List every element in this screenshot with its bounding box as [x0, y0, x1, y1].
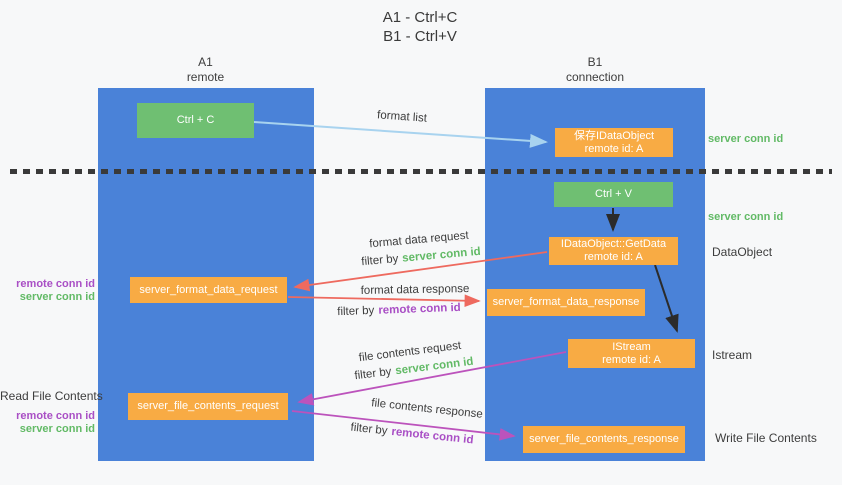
label-remote-conn-id-1: remote conn id — [16, 278, 95, 290]
right-column-header: B1 connection — [485, 55, 705, 85]
left-column-header-bottom: remote — [186, 70, 225, 84]
label-file-contents-response: file contents response — [370, 397, 484, 421]
node-idataobject-getdata: IDataObject::GetData remote id: A — [549, 237, 678, 265]
arrow-format-data-response — [287, 294, 481, 307]
node-server-file-contents-request: server_file_contents_request — [128, 393, 288, 420]
title-line-2: B1 - Ctrl+V — [383, 28, 457, 45]
node-server-file-contents-response-label: server_file_contents_response — [529, 433, 679, 445]
label-istream: Istream — [712, 348, 753, 362]
label-dataobject: DataObject — [712, 245, 773, 259]
dashed-divider-line — [10, 169, 832, 174]
filter-prefix-4: filter by — [349, 421, 389, 438]
right-column-header-top: B1 — [587, 55, 603, 69]
left-column-header-top: A1 — [198, 55, 213, 69]
node-ctrl-v: Ctrl + V — [554, 182, 673, 207]
filter-prefix-1: filter by — [360, 253, 399, 269]
title-line-1: A1 - Ctrl+C — [382, 9, 458, 26]
node-save-idataobject-line1: 保存IDataObject — [573, 129, 655, 142]
filter-value-remote-1: remote conn id — [378, 301, 461, 317]
node-save-idataobject-line2: remote id: A — [584, 142, 644, 155]
node-server-format-data-response: server_format_data_response — [487, 289, 645, 316]
node-istream-line1: IStream — [612, 340, 651, 353]
label-remote-conn-id-2: remote conn id — [16, 410, 95, 422]
node-idataobject-getdata-line1: IDataObject::GetData — [560, 238, 667, 250]
node-ctrl-c-label: Ctrl + C — [176, 114, 215, 126]
node-server-format-data-response-label: server_format_data_response — [492, 296, 640, 308]
node-server-file-contents-response: server_file_contents_response — [523, 426, 685, 453]
right-column-header-bottom: connection — [565, 70, 625, 84]
node-idataobject-getdata-line2: remote id: A — [584, 251, 643, 263]
node-istream: IStream remote id: A — [568, 339, 695, 368]
filter-value-remote-2: remote conn id — [390, 425, 475, 447]
label-read-file-contents: Read File Contents — [0, 389, 103, 403]
label-server-conn-id-1: server conn id — [19, 291, 95, 303]
diagram-title: A1 - Ctrl+C B1 - Ctrl+V — [300, 8, 540, 46]
label-server-conn-id-mid: server conn id — [708, 211, 784, 223]
label-format-list: format list — [376, 109, 428, 125]
node-save-idataobject: 保存IDataObject remote id: A — [555, 128, 673, 157]
node-ctrl-c: Ctrl + C — [137, 103, 254, 138]
node-ctrl-v-label: Ctrl + V — [595, 188, 632, 200]
node-istream-line2: remote id: A — [602, 353, 661, 366]
filter-value-server-1: server conn id — [401, 245, 482, 265]
label-server-conn-id-top: server conn id — [708, 133, 784, 145]
filter-prefix-2: filter by — [337, 304, 375, 319]
label-write-file-contents: Write File Contents — [715, 431, 817, 445]
node-server-format-data-request-label: server_format_data_request — [139, 283, 278, 296]
label-pair-file: remote conn id server conn id — [0, 410, 95, 436]
left-column-header: A1 remote — [97, 55, 314, 85]
label-format-data-response: format data response — [360, 283, 470, 297]
filter-prefix-3: filter by — [353, 365, 393, 383]
label-pair-format: remote conn id server conn id — [0, 278, 95, 304]
node-server-file-contents-request-label: server_file_contents_request — [137, 400, 279, 412]
label-server-conn-id-2: server conn id — [19, 423, 95, 435]
filter-value-server-2: server conn id — [394, 355, 475, 378]
node-server-format-data-request: server_format_data_request — [130, 277, 287, 303]
